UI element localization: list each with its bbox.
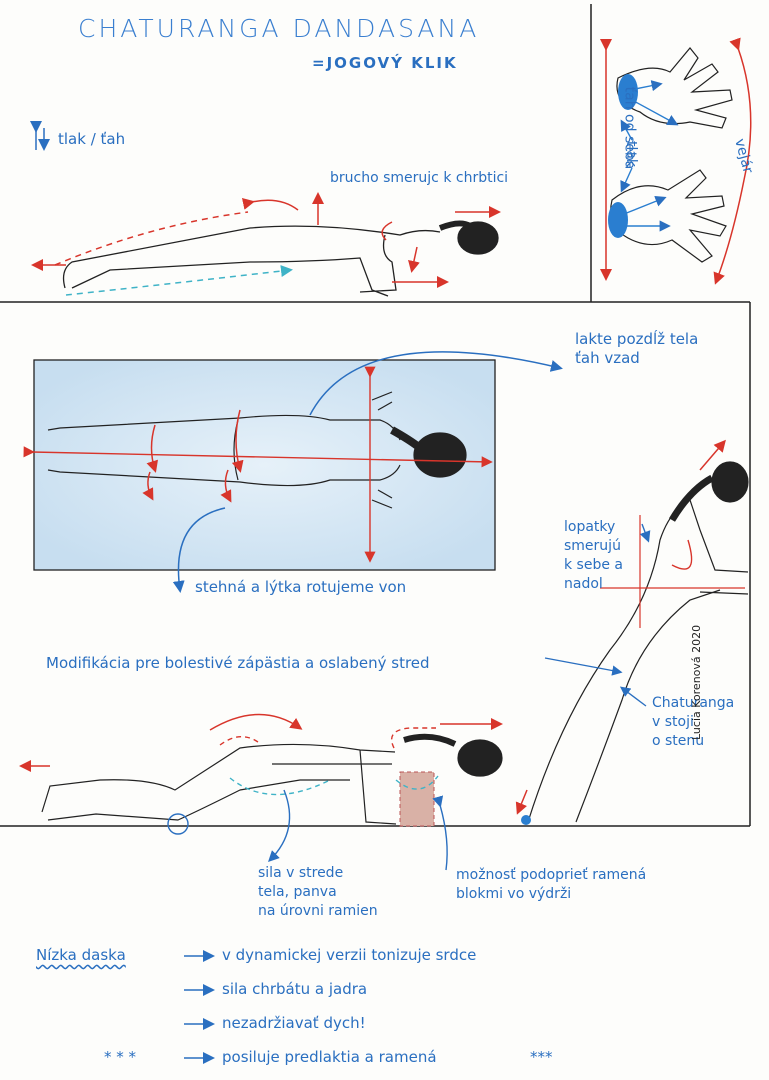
benefit-item-4: posiluje predlaktia a ramená: [222, 1048, 437, 1066]
benefits-heading: Nízka daska: [36, 946, 126, 964]
hands-illustration: [608, 47, 733, 263]
note-blocks-line2: blokmi vo výdrži: [456, 886, 572, 902]
note-blocks: možnosť podoprieť ramená blokmi vo výdrž…: [456, 866, 646, 904]
note-elbows-line1: lakte pozdĺž tela: [575, 330, 699, 348]
wall-figure: [527, 461, 749, 823]
note-modification: Modifikácia pre bolestivé zápästia a osl…: [46, 654, 430, 672]
stars-right: ***: [530, 1048, 553, 1066]
note-blocks-line1: možnosť podoprieť ramená: [456, 867, 647, 883]
note-elbows-line2: ťah vzad: [575, 349, 640, 367]
stars-left: * * *: [104, 1048, 137, 1066]
note-wall-line2: v stoji: [652, 714, 694, 730]
note-wall-line1: Chaturanga: [652, 695, 735, 711]
note-core-line1: sila v strede: [258, 865, 344, 881]
signature: Lucia Korenová 2020: [690, 624, 703, 740]
note-thighs: stehná a lýtka rotujeme von: [195, 578, 407, 596]
note-wall-line3: o stenu: [652, 733, 705, 749]
yoga-block: [399, 771, 435, 827]
note-shoulders-line3: k sebe a: [564, 557, 623, 573]
note-shoulders-line1: lopatky: [564, 519, 616, 535]
note-belly: brucho smerujc k chrbtici: [330, 170, 509, 186]
note-elbows: lakte pozdĺž tela ťah vzad: [575, 330, 698, 368]
note-core-line2: tela, panva: [258, 884, 337, 900]
knee-plank-figure: [41, 733, 503, 825]
note-shoulders: lopatky smerujú k sebe a nadol: [564, 518, 623, 594]
note-shoulders-line4: nadol: [564, 576, 603, 592]
note-shoulders-line2: smerujú: [564, 538, 621, 554]
legend-label: tlak / ťah: [58, 130, 126, 148]
plank-figure-side: [62, 220, 499, 297]
benefit-item-2: sila chrbátu a jadra: [222, 980, 368, 998]
note-core-line3: na úrovni ramien: [258, 903, 378, 919]
diagram-title: CHATURANGA DANDASANA: [78, 14, 480, 43]
note-core: sila v strede tela, panva na úrovni rami…: [258, 864, 378, 921]
benefit-item-1: v dynamickej verzii tonizuje srdce: [222, 946, 477, 964]
note-hands-push: tlak: [623, 140, 640, 168]
note-wall: Chaturanga v stoji o stenu: [652, 694, 734, 751]
diagram-subtitle: =JOGOVÝ KLIK: [312, 54, 458, 72]
benefit-item-3: nezadržiavať dych!: [222, 1014, 366, 1032]
